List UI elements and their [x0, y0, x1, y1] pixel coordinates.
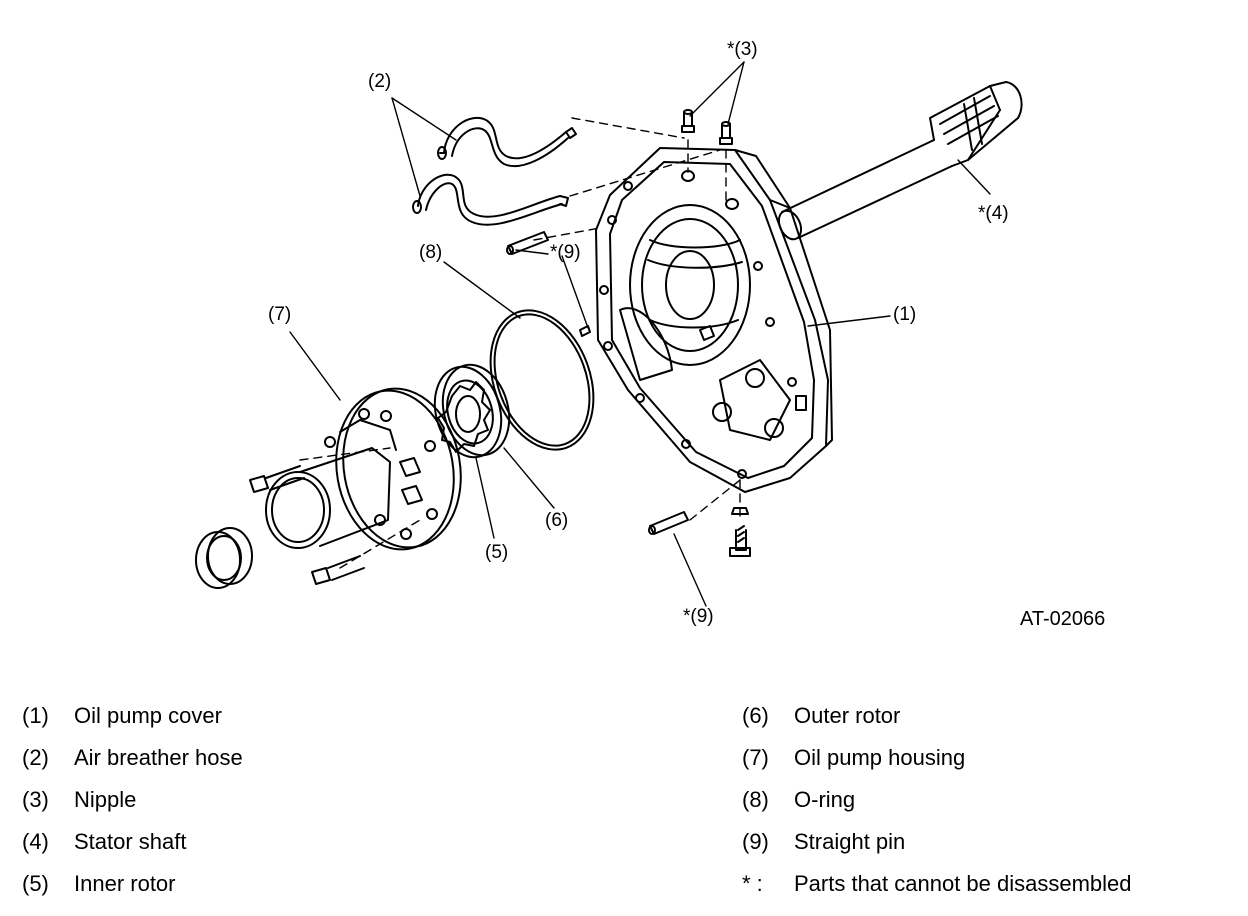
legend-number: (2) — [22, 745, 49, 770]
legend-number: (5) — [22, 871, 49, 896]
callout-1: (1) — [893, 304, 917, 325]
legend-number: * : — [742, 871, 763, 896]
oil-pump-housing — [265, 387, 462, 551]
legend-label: Stator shaft — [74, 829, 187, 854]
legend-number: (8) — [742, 787, 769, 812]
callout-9-bottom: *(9) — [683, 606, 714, 627]
air-breather-hose — [412, 117, 577, 226]
inner-rotor — [437, 381, 491, 453]
straight-pin — [506, 231, 689, 535]
oil-pump-cover — [595, 147, 833, 493]
callout-7: (7) — [268, 304, 292, 325]
legend-label: O-ring — [794, 787, 856, 812]
legend-label: Straight pin — [794, 829, 906, 854]
callout-5: (5) — [485, 542, 509, 563]
figure-id: AT-02066 — [1020, 608, 1106, 630]
legend-label: Parts that cannot be disassembled — [794, 871, 1132, 896]
callout-6: (6) — [545, 510, 569, 531]
legend-label: Air breather hose — [74, 745, 243, 770]
callout-9-top: *(9) — [550, 242, 581, 263]
leader-lines — [289, 61, 991, 607]
legend-label: Outer rotor — [794, 703, 901, 728]
cover-bolt — [729, 507, 751, 557]
housing-bolt — [249, 465, 365, 585]
legend-label: Oil pump cover — [74, 703, 222, 728]
legend-number: (9) — [742, 829, 769, 854]
legend-number: (4) — [22, 829, 49, 854]
legend-number: (7) — [742, 745, 769, 770]
assembly-guide-lines — [299, 117, 741, 569]
stator-shaft — [777, 81, 1023, 241]
legend-label: Oil pump housing — [794, 745, 966, 770]
o-ring — [489, 309, 595, 451]
callout-3: *(3) — [727, 39, 758, 60]
legend-number: (6) — [742, 703, 769, 728]
legend-label: Nipple — [74, 787, 137, 812]
legend-number: (3) — [22, 787, 49, 812]
legend-label: Inner rotor — [74, 871, 176, 896]
callout-4: *(4) — [978, 203, 1009, 224]
nipple — [681, 109, 733, 145]
legend-number: (1) — [22, 703, 49, 728]
callout-2: (2) — [368, 71, 392, 92]
seal-ring — [195, 527, 253, 589]
callout-8: (8) — [419, 242, 443, 263]
exploded-parts-diagram: (2) *(3) *(4) (1) *(9) (8) (7) (6) (5) *… — [195, 39, 1106, 630]
